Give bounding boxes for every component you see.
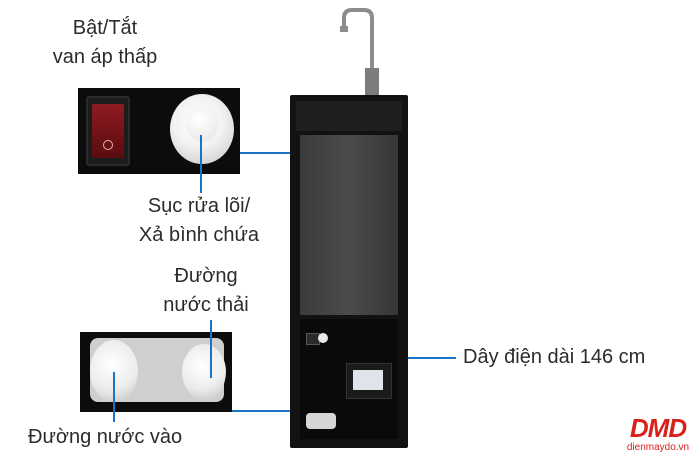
label-power-switch-line1: Bật/Tắt	[72, 17, 138, 39]
closeup-switch-panel	[78, 88, 240, 174]
fittings-small	[306, 413, 336, 429]
power-adapter	[346, 363, 392, 399]
front-glass-panel	[300, 135, 398, 315]
logo-mark: DMD	[629, 413, 687, 443]
faucet-icon	[340, 8, 379, 98]
waste-fitting-icon	[182, 344, 226, 400]
label-inlet: Đường nước vào	[28, 426, 183, 448]
label-power-cord: Dây điện dài 146 cm	[463, 346, 646, 368]
label-flush-line2: Xả bình chứa	[138, 224, 260, 246]
label-waste-line-line1: Đường	[174, 265, 238, 287]
closeup-fittings-panel	[80, 332, 232, 412]
callout-line-inlet-h	[232, 410, 296, 412]
label-power-switch-line2: van áp thấp	[52, 46, 158, 68]
callout-line-power-cord	[396, 357, 456, 359]
dmd-logo: DMD dienmaydo.vn	[622, 414, 694, 458]
logo-site: dienmaydo.vn	[626, 442, 690, 453]
callout-line-waste	[210, 320, 212, 378]
knob-small	[318, 333, 328, 343]
callout-line-flush	[240, 152, 298, 154]
label-power-switch: Bật/Tắt van áp thấp	[40, 14, 170, 72]
callout-line-inlet	[113, 372, 115, 422]
label-flush: Sục rửa lõi/ Xả bình chứa	[130, 192, 268, 250]
power-switch-icon	[86, 96, 130, 166]
purifier-body	[290, 95, 408, 448]
label-flush-line1: Sục rửa lõi/	[147, 195, 251, 217]
label-waste-line-line2: nước thải	[163, 294, 249, 316]
label-waste-line: Đường nước thải	[150, 262, 262, 320]
callout-line-flush-drop	[200, 135, 202, 193]
